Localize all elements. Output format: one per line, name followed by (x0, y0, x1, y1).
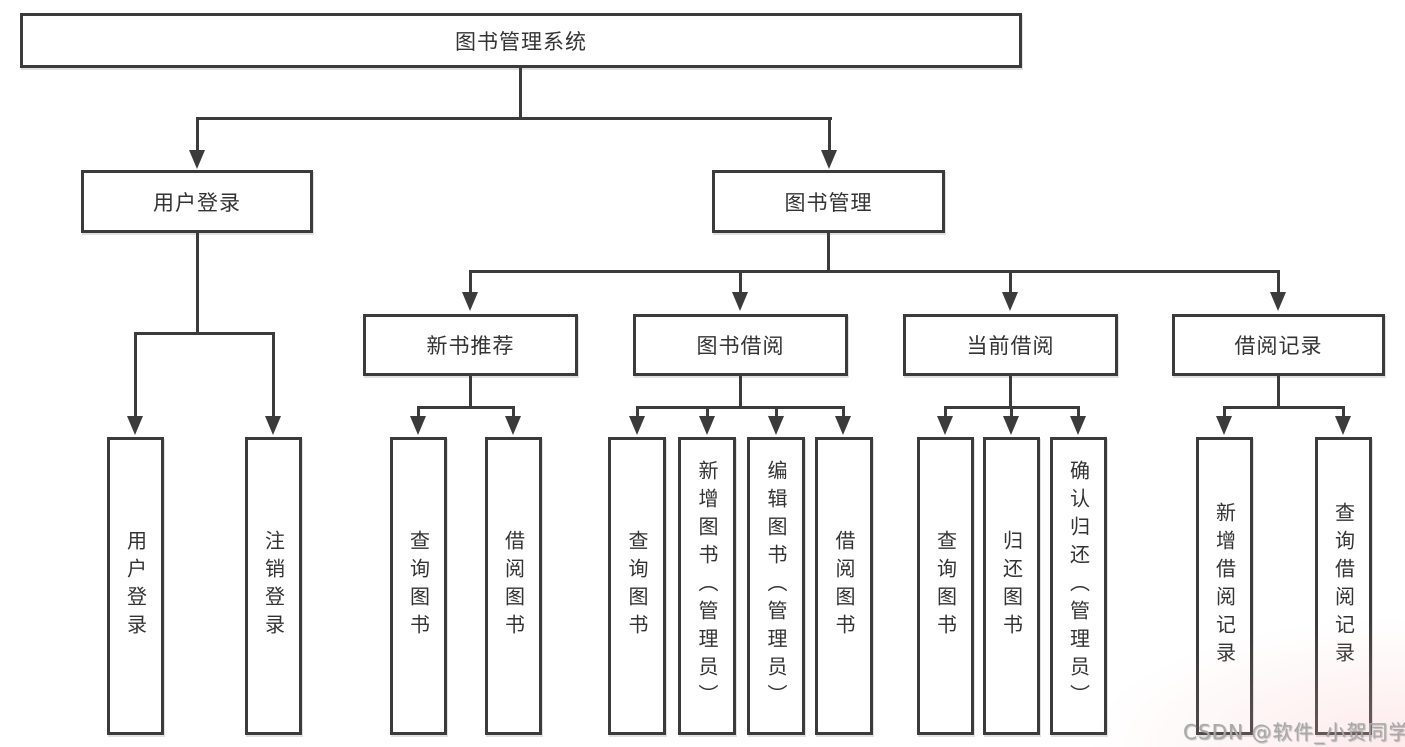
arrow-down-icon (265, 416, 281, 435)
leaf-borrow-borrow-book: 借阅图书 (815, 437, 873, 735)
arrow-down-icon (768, 416, 784, 435)
connector-line (1277, 376, 1280, 407)
arrow-down-icon (505, 416, 521, 435)
arrow-down-icon (937, 416, 953, 435)
node-current-borrow: 当前借阅 (903, 314, 1118, 376)
connector-line (842, 406, 845, 419)
connector-line (134, 332, 137, 419)
arrow-down-icon (1216, 416, 1232, 435)
arrow-down-icon (410, 416, 426, 435)
connector-line (1223, 406, 1345, 409)
node-borrow-records: 借阅记录 (1172, 314, 1385, 376)
node-new-book-recommend: 新书推荐 (363, 314, 578, 376)
connector-line (134, 332, 275, 335)
leaf-current-return-book-label: 归还图书 (999, 530, 1024, 642)
connector-line (1277, 270, 1280, 295)
leaf-records-query-record: 查询借阅记录 (1315, 437, 1372, 735)
connector-line (706, 406, 709, 419)
node-root: 图书管理系统 (20, 13, 1022, 68)
connector-line (739, 376, 742, 407)
arrow-down-icon (1070, 416, 1086, 435)
connector-line (469, 270, 1280, 273)
leaf-recommend-query-book: 查询图书 (390, 437, 447, 735)
leaf-borrow-edit-book-label: 编辑图书（管理员） (764, 460, 788, 712)
connector-line (417, 406, 420, 419)
leaf-current-confirm-return-label: 确认归还（管理员） (1066, 460, 1091, 712)
arrow-down-icon (835, 416, 851, 435)
leaf-current-return-book: 归还图书 (983, 437, 1040, 735)
leaf-borrow-borrow-book-label: 借阅图书 (832, 530, 856, 642)
connector-line (636, 406, 639, 419)
connector-line (519, 68, 522, 118)
connector-line (775, 406, 778, 419)
arrow-down-icon (189, 150, 205, 169)
leaf-current-confirm-return: 确认归还（管理员） (1050, 437, 1107, 735)
connector-line (828, 117, 831, 153)
leaf-recommend-query-book-label: 查询图书 (406, 530, 431, 642)
watermark: CSDN @软件_小贺同学 (1183, 720, 1405, 744)
arrow-down-icon (699, 416, 715, 435)
leaf-recommend-borrow-book-label: 借阅图书 (501, 530, 526, 642)
connector-line (1223, 406, 1226, 419)
connector-line (636, 406, 845, 409)
connector-line (944, 406, 947, 419)
node-root-label: 图书管理系统 (455, 29, 587, 54)
connector-line (1342, 406, 1345, 419)
connector-line (827, 233, 830, 271)
node-user-login: 用户登录 (81, 170, 313, 233)
connector-line (196, 117, 199, 153)
arrow-down-icon (127, 416, 143, 435)
connector-line (469, 270, 472, 295)
arrow-down-icon (1002, 292, 1018, 311)
leaf-logout: 注销登录 (245, 437, 302, 735)
connector-line (196, 117, 832, 120)
arrow-down-icon (732, 292, 748, 311)
connector-line (512, 406, 515, 419)
leaf-user-login-label: 用户登录 (123, 530, 148, 642)
connector-line (196, 233, 199, 333)
node-book-borrow: 图书借阅 (633, 314, 848, 376)
leaf-logout-label: 注销登录 (261, 530, 286, 642)
connector-line (417, 406, 515, 409)
node-book-management: 图书管理 (712, 170, 945, 233)
leaf-records-add-record-label: 新增借阅记录 (1212, 502, 1237, 670)
leaf-borrow-query-book: 查询图书 (608, 437, 666, 735)
arrow-down-icon (1003, 416, 1019, 435)
arrow-down-icon (629, 416, 645, 435)
connector-line (739, 270, 742, 295)
connector-line (1009, 376, 1012, 407)
leaf-current-query-book: 查询图书 (917, 437, 974, 735)
connector-line (1010, 406, 1013, 419)
leaf-borrow-add-book-label: 新增图书（管理员） (695, 460, 719, 712)
leaf-records-add-record: 新增借阅记录 (1196, 437, 1253, 735)
arrow-down-icon (1335, 416, 1351, 435)
leaf-current-query-book-label: 查询图书 (933, 530, 958, 642)
arrow-down-icon (821, 150, 837, 169)
node-current-borrow-label: 当前借阅 (966, 334, 1055, 358)
arrow-down-icon (1270, 292, 1286, 311)
arrow-down-icon (462, 292, 478, 311)
leaf-recommend-borrow-book: 借阅图书 (485, 437, 542, 735)
node-book-borrow-label: 图书借阅 (696, 334, 785, 358)
node-user-login-label: 用户登录 (153, 190, 241, 215)
node-borrow-records-label: 借阅记录 (1234, 334, 1323, 358)
leaf-borrow-add-book: 新增图书（管理员） (678, 437, 736, 735)
connector-line (1077, 406, 1080, 419)
leaf-records-query-record-label: 查询借阅记录 (1331, 502, 1356, 670)
connector-line (469, 376, 472, 407)
connector-line (272, 332, 275, 419)
leaf-borrow-edit-book: 编辑图书（管理员） (747, 437, 805, 735)
connector-line (1009, 270, 1012, 295)
leaf-user-login: 用户登录 (107, 437, 164, 735)
node-book-management-label: 图书管理 (784, 190, 873, 215)
leaf-borrow-query-book-label: 查询图书 (625, 530, 649, 642)
node-new-book-recommend-label: 新书推荐 (426, 334, 515, 358)
